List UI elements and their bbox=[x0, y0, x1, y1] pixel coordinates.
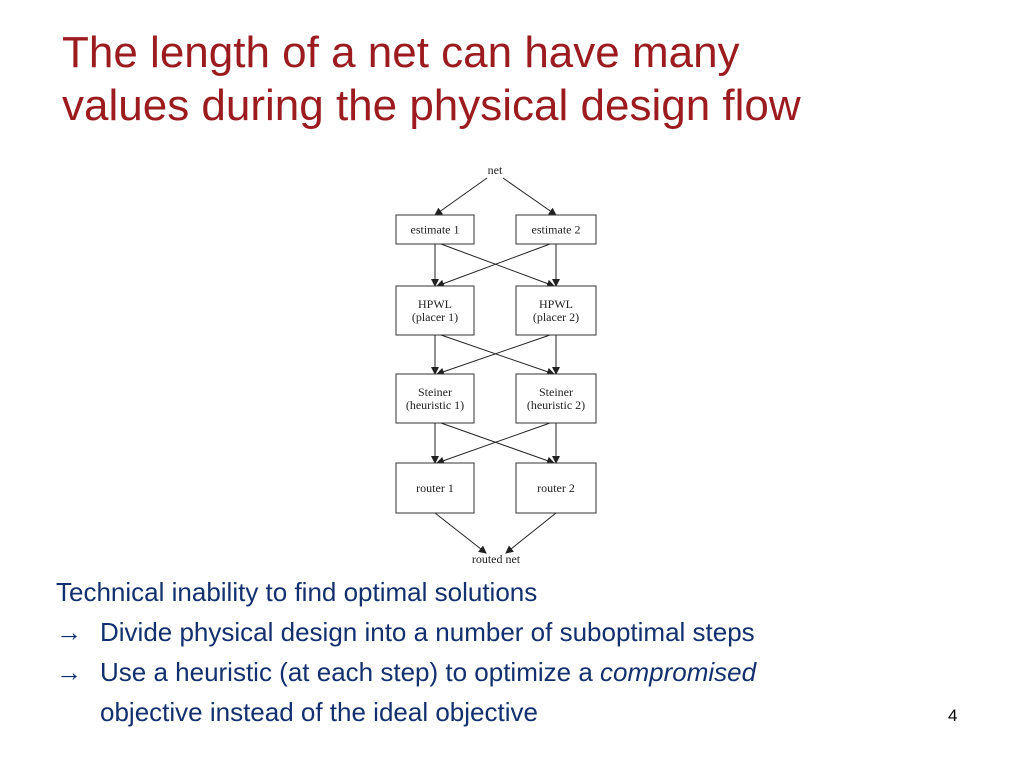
bullet-list: Technical inability to find optimal solu… bbox=[56, 572, 986, 732]
bullet-line-2: → Divide physical design into a number of… bbox=[56, 612, 986, 652]
flow-node-label: estimate 2 bbox=[532, 223, 581, 237]
flow-node-label: estimate 1 bbox=[411, 223, 460, 237]
flow-node-2-left: HPWL(placer 1) bbox=[395, 285, 475, 336]
right-arrow-icon: → bbox=[56, 657, 82, 687]
flow-node-label: (heuristic 2) bbox=[527, 398, 585, 412]
flow-node-label: router 1 bbox=[416, 481, 454, 495]
bullet-line-3-text: Use a heuristic (at each step) to optimi… bbox=[100, 657, 601, 687]
flow-node-box bbox=[395, 285, 475, 336]
sink-node-label: routed net bbox=[472, 552, 521, 566]
edge-cross-left-to-right bbox=[440, 243, 555, 288]
flow-node-label: (heuristic 1) bbox=[406, 398, 464, 412]
flow-node-3-right: Steiner(heuristic 2) bbox=[515, 373, 597, 424]
edge-cross-right-to-left bbox=[436, 334, 551, 376]
flow-node-box bbox=[515, 373, 597, 424]
edge-net-to-left bbox=[434, 177, 488, 216]
source-node-label: net bbox=[488, 163, 503, 177]
title-line-1: The length of a net can have many bbox=[62, 28, 740, 77]
flow-node-box bbox=[395, 462, 475, 514]
flow-node-3-left: Steiner(heuristic 1) bbox=[395, 373, 475, 424]
edge-cross-right-to-left bbox=[436, 422, 551, 465]
flow-node-box bbox=[395, 214, 475, 245]
compromised-emphasis: compromised bbox=[600, 657, 757, 687]
flow-node-box bbox=[515, 214, 597, 245]
title-line-2: values during the physical design flow bbox=[62, 81, 801, 130]
bullet-line-4: objective instead of the ideal objective bbox=[56, 692, 986, 732]
flow-node-label: (placer 1) bbox=[412, 310, 458, 324]
flow-node-label: router 2 bbox=[537, 481, 575, 495]
slide-title: The length of a net can have many values… bbox=[62, 26, 1002, 132]
edge-right-to-routed-net bbox=[505, 512, 557, 554]
bullet-line-4-text: objective instead of the ideal objective bbox=[100, 697, 538, 727]
flow-node-label: HPWL bbox=[539, 297, 573, 311]
flow-node-1-right: estimate 2 bbox=[515, 214, 597, 245]
page-number: 4 bbox=[948, 706, 958, 725]
flow-node-label: HPWL bbox=[418, 297, 452, 311]
flow-node-1-left: estimate 1 bbox=[395, 214, 475, 245]
edge-cross-left-to-right bbox=[440, 422, 555, 465]
diagram-edges bbox=[431, 177, 560, 554]
flow-node-label: (placer 2) bbox=[533, 310, 579, 324]
bullet-line-1: Technical inability to find optimal solu… bbox=[56, 577, 538, 607]
flow-node-box bbox=[395, 373, 475, 424]
edge-cross-right-to-left bbox=[436, 243, 551, 288]
edge-net-to-right bbox=[502, 177, 557, 216]
edge-cross-left-to-right bbox=[440, 334, 555, 376]
flow-node-4-left: router 1 bbox=[395, 462, 475, 514]
flow-node-4-right: router 2 bbox=[515, 462, 597, 514]
right-arrow-icon: → bbox=[56, 617, 82, 647]
bullet-line-3: → Use a heuristic (at each step) to optim… bbox=[56, 652, 986, 692]
flow-node-box bbox=[515, 285, 597, 336]
flow-node-box bbox=[515, 462, 597, 514]
edge-left-to-routed-net bbox=[434, 512, 487, 554]
flow-node-2-right: HPWL(placer 2) bbox=[515, 285, 597, 336]
bullet-line-2-text: Divide physical design into a number of … bbox=[100, 617, 755, 647]
flow-node-label: Steiner bbox=[539, 385, 573, 399]
flow-node-label: Steiner bbox=[418, 385, 452, 399]
